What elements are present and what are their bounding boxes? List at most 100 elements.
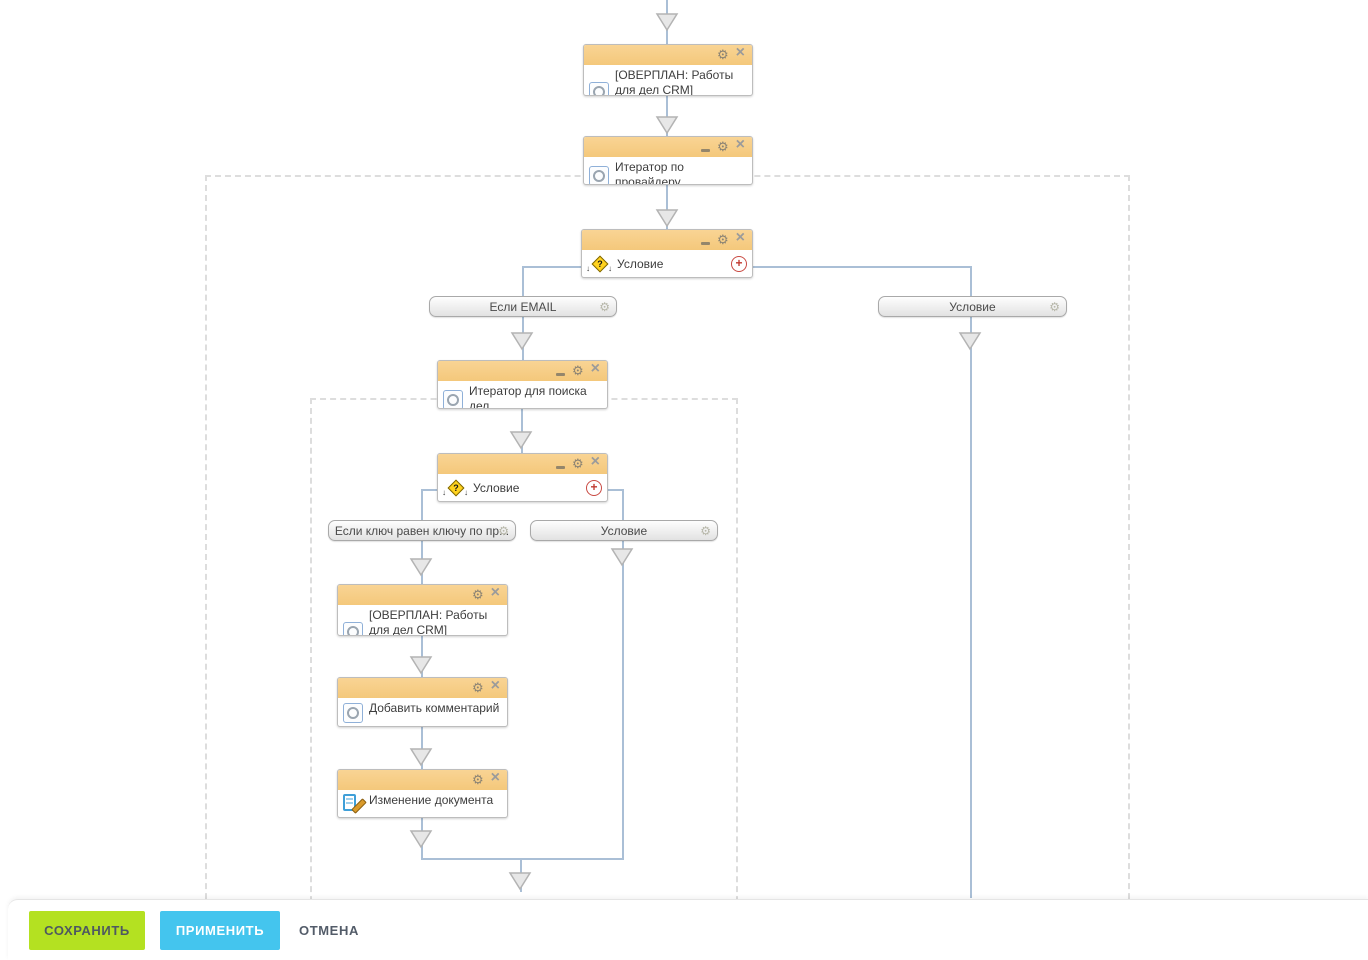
close-icon[interactable]: × (735, 44, 745, 61)
footer-action-bar: СОХРАНИТЬ ПРИМЕНИТЬ ОТМЕНА (8, 899, 1368, 960)
robot-activity-icon (589, 81, 609, 95)
node-edit-document[interactable]: ⚙ × Изменение документа (337, 769, 508, 818)
node-title: Итератор по провайдеру (615, 160, 684, 185)
node-body: Итератор по провайдеру (584, 157, 752, 185)
settings-gear-icon[interactable]: ⚙ (472, 679, 484, 695)
settings-gear-icon[interactable]: ⚙ (717, 46, 729, 62)
settings-gear-icon[interactable]: ⚙ (1049, 300, 1060, 314)
node-body: ↓ ? ↓ Условие + (582, 250, 752, 277)
connector-arrow (654, 115, 680, 135)
node-overplan-inner[interactable]: ⚙ × [ОВЕРПЛАН: Работы для дел CRM] Overp… (337, 584, 508, 636)
connector-line (970, 316, 972, 898)
minimize-icon[interactable] (556, 465, 565, 469)
branch-label: Если ключ равен ключу по пр... (334, 523, 510, 538)
branch-label: Если EMAIL (489, 299, 557, 314)
branch-condition-inner[interactable]: Условие ⚙ (530, 520, 718, 541)
connector-arrow (408, 557, 434, 577)
add-branch-icon[interactable]: + (731, 256, 747, 272)
branch-if-email[interactable]: Если EMAIL ⚙ (429, 296, 617, 317)
connector-line (421, 635, 423, 677)
close-icon[interactable]: × (590, 360, 600, 377)
node-body: [ОВЕРПЛАН: Работы для дел CRM] Overplan:… (584, 65, 752, 96)
iterator-activity-icon (589, 166, 609, 184)
connector-line (522, 266, 524, 296)
connector-line (421, 489, 423, 520)
settings-gear-icon[interactable]: ⚙ (572, 362, 584, 378)
add-branch-icon[interactable]: + (586, 480, 602, 496)
node-header: ⚙ × (438, 454, 607, 474)
settings-gear-icon[interactable]: ⚙ (472, 586, 484, 602)
connector-arrow (508, 430, 534, 450)
node-body: Итератор для поиска дел (438, 381, 607, 409)
node-iterator-search-deals[interactable]: ⚙ × Итератор для поиска дел (437, 360, 608, 409)
settings-gear-icon[interactable]: ⚙ (572, 455, 584, 471)
close-icon[interactable]: × (735, 229, 745, 246)
settings-gear-icon[interactable]: ⚙ (498, 524, 509, 538)
node-title: Условие (473, 480, 520, 495)
node-header: ⚙ × (338, 770, 507, 790)
connector-line (522, 266, 582, 268)
branch-condition-right[interactable]: Условие ⚙ (878, 296, 1067, 317)
node-header: ⚙ × (582, 230, 752, 250)
connector-arrow (507, 871, 533, 891)
settings-gear-icon[interactable]: ⚙ (717, 138, 729, 154)
connector-arrow (408, 655, 434, 675)
robot-activity-icon (343, 621, 363, 635)
node-condition-inner[interactable]: ⚙ × ↓ ? ↓ Условие + (437, 453, 608, 502)
save-button[interactable]: СОХРАНИТЬ (29, 910, 145, 950)
node-body: Изменение документа (338, 790, 507, 815)
cancel-button[interactable]: ОТМЕНА (295, 911, 363, 950)
minimize-icon[interactable] (701, 148, 710, 152)
connector-line (521, 409, 523, 453)
branch-label: Условие (949, 299, 996, 314)
connector-arrow (408, 747, 434, 767)
node-title: Условие (617, 256, 664, 271)
settings-gear-icon[interactable]: ⚙ (717, 231, 729, 247)
comment-activity-icon (343, 703, 363, 723)
node-title: Итератор для поиска дел (469, 384, 587, 409)
close-icon[interactable]: × (490, 769, 500, 786)
settings-gear-icon[interactable]: ⚙ (599, 300, 610, 314)
minimize-icon[interactable] (701, 241, 710, 245)
node-header: ⚙ × (584, 45, 752, 65)
connector-arrow (408, 829, 434, 849)
node-header: ⚙ × (338, 678, 507, 698)
node-header: ⚙ × (584, 137, 752, 157)
node-condition-outer[interactable]: ⚙ × ↓ ? ↓ Условие + (581, 229, 753, 278)
condition-icon: ↓ ? ↓ (442, 479, 468, 497)
node-title: [ОВЕРПЛАН: Работы для дел CRM] Overplan:… (615, 68, 734, 96)
settings-gear-icon[interactable]: ⚙ (700, 524, 711, 538)
connector-line (607, 489, 624, 491)
minimize-icon[interactable] (556, 372, 565, 376)
connector-arrow (654, 208, 680, 228)
connector-line (622, 489, 624, 520)
connector-line (421, 489, 438, 491)
close-icon[interactable]: × (490, 677, 500, 694)
close-icon[interactable]: × (735, 136, 745, 153)
close-icon[interactable]: × (590, 453, 600, 470)
edit-document-icon (343, 794, 367, 815)
connector-line (752, 266, 972, 268)
node-body: [ОВЕРПЛАН: Работы для дел CRM] Overplan:… (338, 605, 507, 636)
apply-button[interactable]: ПРИМЕНИТЬ (160, 910, 280, 950)
connector-line (666, 185, 668, 229)
node-overplan-top[interactable]: ⚙ × [ОВЕРПЛАН: Работы для дел CRM] Overp… (583, 44, 753, 96)
node-add-comment[interactable]: ⚙ × Добавить комментарий (337, 677, 508, 727)
connector-arrow (957, 331, 983, 351)
node-title: [ОВЕРПЛАН: Работы для дел CRM] Overplan:… (369, 608, 488, 636)
connector-line (622, 540, 624, 860)
connector-line (666, 95, 668, 136)
node-title: Добавить комментарий (369, 701, 500, 715)
node-body: ↓ ? ↓ Условие + (438, 474, 607, 501)
node-iterator-provider[interactable]: ⚙ × Итератор по провайдеру (583, 136, 753, 185)
branch-label: Условие (600, 523, 648, 538)
close-icon[interactable]: × (490, 584, 500, 601)
node-body: Добавить комментарий (338, 698, 507, 723)
connector-line (421, 858, 624, 860)
node-header: ⚙ × (438, 361, 607, 381)
settings-gear-icon[interactable]: ⚙ (472, 771, 484, 787)
condition-icon: ↓ ? ↓ (586, 255, 612, 273)
connector-arrow (654, 12, 680, 32)
branch-if-key[interactable]: Если ключ равен ключу по пр... ⚙ (328, 520, 516, 541)
